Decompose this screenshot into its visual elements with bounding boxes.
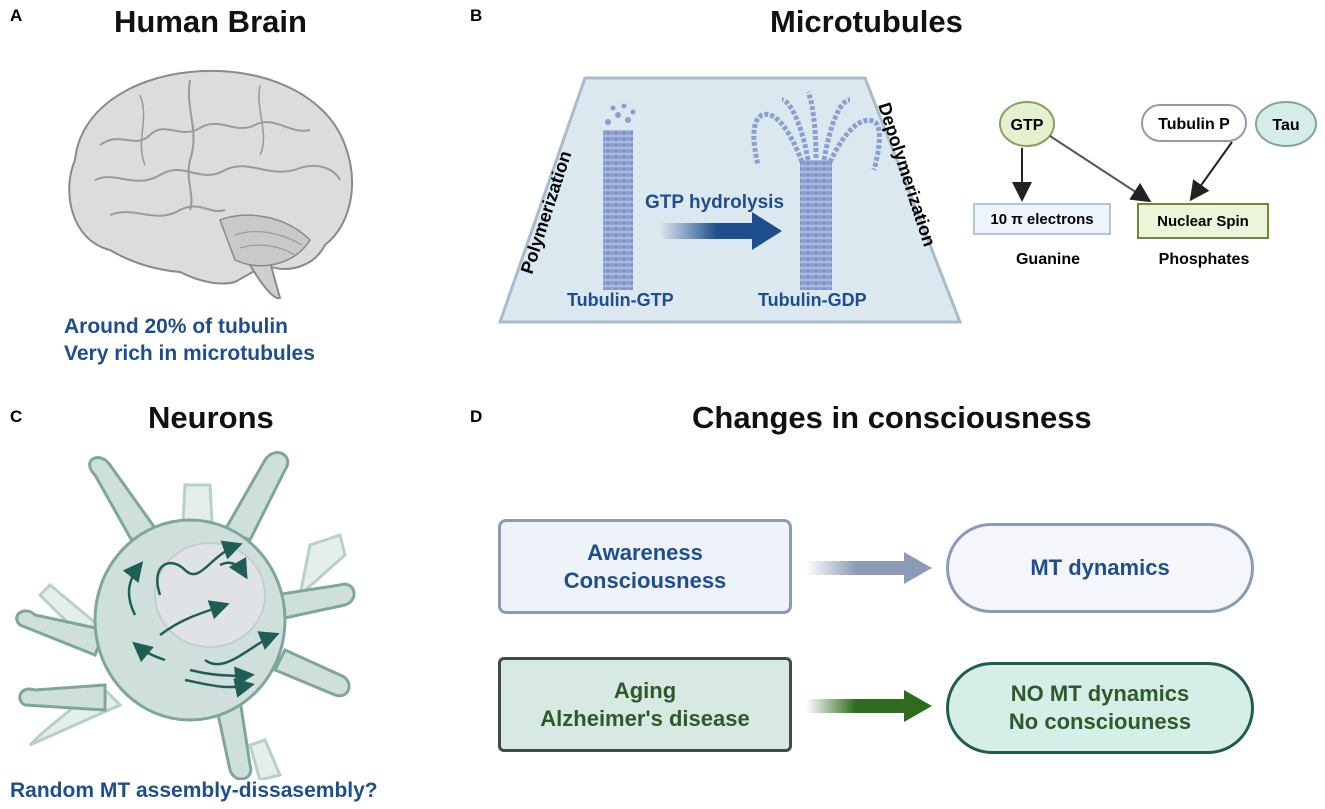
consciousness-text: Consciousness bbox=[563, 567, 727, 593]
tubulin-p-node bbox=[1141, 104, 1247, 142]
brain-illustration bbox=[68, 69, 353, 300]
tubulin-gdp-label: Tubulin-GDP bbox=[758, 290, 867, 310]
mt-dynamics-box: MT dynamics bbox=[946, 523, 1254, 613]
electrons-label: 10 π electrons bbox=[990, 211, 1093, 228]
aging-box: Aging Alzheimer's disease bbox=[498, 657, 792, 752]
alzheimers-text: Alzheimer's disease bbox=[540, 705, 750, 731]
no-mt-dynamics-box: NO MT dynamics No consciouness bbox=[946, 662, 1254, 754]
brain-note-2: Very rich in microtubules bbox=[64, 342, 315, 365]
brain-notes: Around 20% of tubulin Very rich in micro… bbox=[64, 313, 315, 367]
panel-d-title: Changes in consciousness bbox=[692, 400, 1092, 435]
mt-dynamics-text: MT dynamics bbox=[1030, 555, 1170, 580]
brain-note-1: Around 20% of tubulin bbox=[64, 315, 288, 338]
electrons-box bbox=[973, 203, 1111, 235]
panel-c-title: Neurons bbox=[148, 400, 274, 435]
aging-text: Aging bbox=[613, 677, 677, 703]
panel-c-label: C bbox=[10, 407, 23, 426]
row1-arrow bbox=[806, 552, 932, 584]
gtp-node bbox=[999, 101, 1055, 147]
tubulin-gtp-label: Tubulin-GTP bbox=[567, 290, 674, 310]
neuron-nucleus bbox=[154, 542, 266, 648]
tubulin-gtp-microtubule bbox=[603, 130, 633, 290]
tubulin-gdp-microtubule bbox=[800, 160, 832, 290]
microtubule-diagram: Polymerization Depolymerization GTP hydr… bbox=[497, 76, 963, 324]
no-mt-dynamics-text: NO MT dynamics bbox=[1010, 681, 1190, 706]
panel-b-title: Microtubules bbox=[770, 4, 963, 39]
nuclear-spin-label: Nuclear Spin bbox=[1157, 213, 1249, 230]
panel-d-label: D bbox=[470, 407, 483, 426]
awareness-box: Awareness Consciousness bbox=[498, 519, 792, 614]
tubulin-p-node-label: Tubulin P bbox=[1158, 116, 1230, 133]
panel-a-label: A bbox=[10, 6, 23, 25]
neuron-illustration bbox=[15, 451, 356, 780]
guanine-label: Guanine bbox=[1016, 251, 1080, 268]
row2-arrow bbox=[806, 690, 932, 722]
nuclear-spin-box bbox=[1137, 203, 1269, 239]
phosphates-label: Phosphates bbox=[1159, 251, 1250, 268]
panel-b-label: B bbox=[470, 6, 483, 25]
gtp-node-label: GTP bbox=[1011, 117, 1044, 134]
awareness-text: Awareness bbox=[587, 539, 703, 565]
quantum-nodes-diagram: GTP Tubulin P Tau 10 π electrons Nuclear… bbox=[973, 101, 1317, 268]
gtp-hydrolysis-label: GTP hydrolysis bbox=[645, 192, 784, 213]
tau-node-label: Tau bbox=[1272, 117, 1299, 134]
neuron-caption: Random MT assembly-dissasembly? bbox=[10, 779, 378, 802]
tau-node bbox=[1255, 101, 1317, 147]
hydrolysis-arrow bbox=[752, 212, 782, 250]
panel-a-title: Human Brain bbox=[114, 4, 307, 39]
no-consciousness-text: No consciouness bbox=[1008, 709, 1192, 734]
